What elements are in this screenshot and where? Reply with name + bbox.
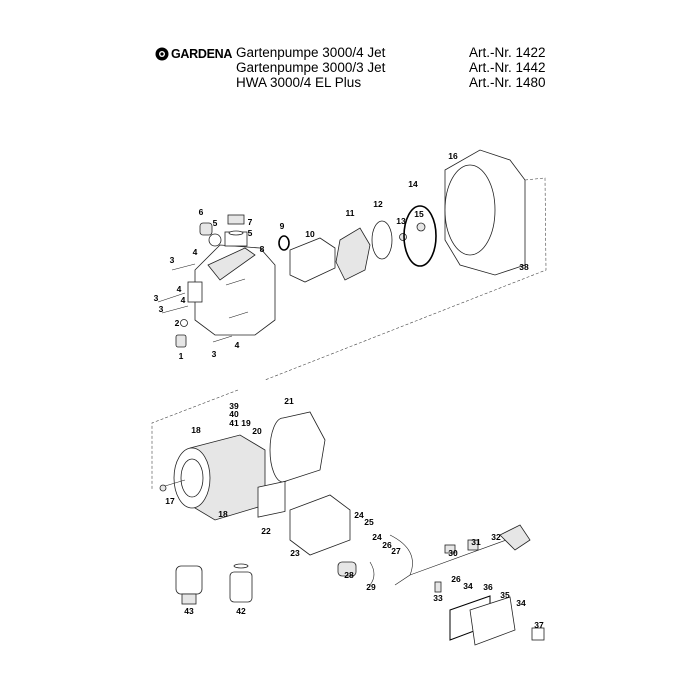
diffuser-11 (335, 227, 371, 281)
part-label: 39 (229, 401, 239, 411)
part-label: 10 (305, 229, 315, 239)
motor (159, 434, 266, 521)
part-label: 3 (154, 293, 159, 303)
part-label: 4 (193, 247, 198, 257)
part-label: 29 (366, 582, 376, 592)
article-number: Art.-Nr. 1480 (469, 75, 546, 90)
gardena-logo-icon (155, 47, 169, 61)
part-label: 37 (534, 620, 544, 630)
part-label: 4 (181, 295, 186, 305)
part-label: 28 (344, 570, 354, 580)
part-label: 34 (463, 581, 473, 591)
part-label: 3 (159, 304, 164, 314)
product-name: Gartenpumpe 3000/4 Jet (236, 45, 386, 60)
part-label: 43 (184, 606, 194, 616)
part-label: 42 (236, 606, 246, 616)
cable-clamp-33 (434, 581, 442, 593)
part-label: 25 (364, 517, 374, 527)
part-30 (444, 544, 456, 554)
part-13 (399, 233, 407, 241)
part-label: 40 (229, 409, 239, 419)
part-label: 6 (199, 207, 204, 217)
gasket-22 (257, 480, 286, 518)
seal-5 (228, 230, 244, 236)
part-label: 22 (261, 526, 271, 536)
capacitor-28 (337, 561, 357, 577)
fitting-43 (175, 565, 203, 605)
cap-7 (227, 214, 245, 225)
part-label: 13 (396, 216, 406, 226)
part-label: 23 (290, 548, 300, 558)
part-label: 24 (372, 532, 382, 542)
cover-35 (469, 596, 516, 646)
part-label: 20 (252, 426, 262, 436)
fitting-42 (229, 563, 253, 603)
motor-section-frame (151, 389, 239, 490)
part-label: 31 (471, 537, 481, 547)
part-label: 14 (408, 179, 418, 189)
part-label: 41 (229, 418, 239, 428)
nut-6 (199, 222, 213, 236)
part-label: 35 (500, 590, 510, 600)
part-label: 18 (218, 509, 228, 519)
o-ring-9 (278, 235, 290, 251)
seal-15 (416, 222, 426, 232)
part-label: 9 (280, 221, 285, 231)
clamp-29 (369, 561, 375, 586)
part-label: 5 (213, 218, 218, 228)
power-cable (409, 534, 521, 576)
part-label: 3 (170, 255, 175, 265)
part-label: 4 (177, 284, 182, 294)
gardena-logo: GARDENA (155, 47, 232, 61)
part-label: 1 (179, 351, 184, 361)
part-label: 15 (414, 209, 424, 219)
o-ring-2 (180, 319, 188, 327)
part-label: 27 (391, 546, 401, 556)
pump-housing-cover (187, 231, 276, 336)
part-label: 26 (382, 540, 392, 550)
part-label: 38 (519, 262, 529, 272)
fan-cover-21 (269, 411, 326, 483)
product-name: Gartenpumpe 3000/3 Jet (236, 60, 386, 75)
part-label: 26 (451, 574, 461, 584)
product-name: HWA 3000/4 EL Plus (236, 75, 362, 90)
part-label: 32 (491, 532, 501, 542)
article-numbers: Art.-Nr. 1422 Art.-Nr. 1442 Art.-Nr. 148… (469, 45, 546, 90)
jet-nozzle-10 (289, 237, 336, 283)
part-label: 18 (191, 425, 201, 435)
part-label: 11 (346, 208, 355, 218)
article-number: Art.-Nr. 1422 (469, 45, 546, 60)
part-label: 36 (483, 582, 493, 592)
part-label: 21 (284, 396, 294, 406)
nut-31 (467, 539, 479, 551)
part-label: 12 (373, 199, 383, 209)
pump-section-frame (264, 177, 547, 381)
part-label: 34 (516, 598, 526, 608)
part-label: 24 (354, 510, 364, 520)
switch-37 (531, 627, 545, 641)
pump-housing-face (444, 164, 496, 256)
part-label: 33 (433, 593, 443, 603)
product-titles: Gartenpumpe 3000/4 Jet Gartenpumpe 3000/… (236, 45, 385, 90)
cable (389, 534, 413, 586)
part-label: 19 (241, 418, 251, 428)
part-label: 7 (248, 217, 253, 227)
brand-name: GARDENA (171, 47, 233, 61)
part-label: 17 (165, 496, 175, 506)
screws (157, 263, 249, 343)
o-ring-5 (208, 233, 222, 247)
impeller-12 (371, 220, 393, 260)
article-number: Art.-Nr. 1442 (469, 60, 546, 75)
part-label: 3 (212, 349, 217, 359)
part-label: 2 (175, 318, 180, 328)
o-ring-14 (403, 205, 437, 267)
part-label: 4 (235, 340, 240, 350)
part-label: 5 (248, 228, 253, 238)
part-label: 30 (448, 548, 458, 558)
terminal-box-23 (289, 494, 351, 556)
plug-32 (499, 524, 531, 551)
drain-plug (175, 334, 187, 348)
part-label: 16 (448, 151, 458, 161)
part-label: 8 (260, 244, 265, 254)
